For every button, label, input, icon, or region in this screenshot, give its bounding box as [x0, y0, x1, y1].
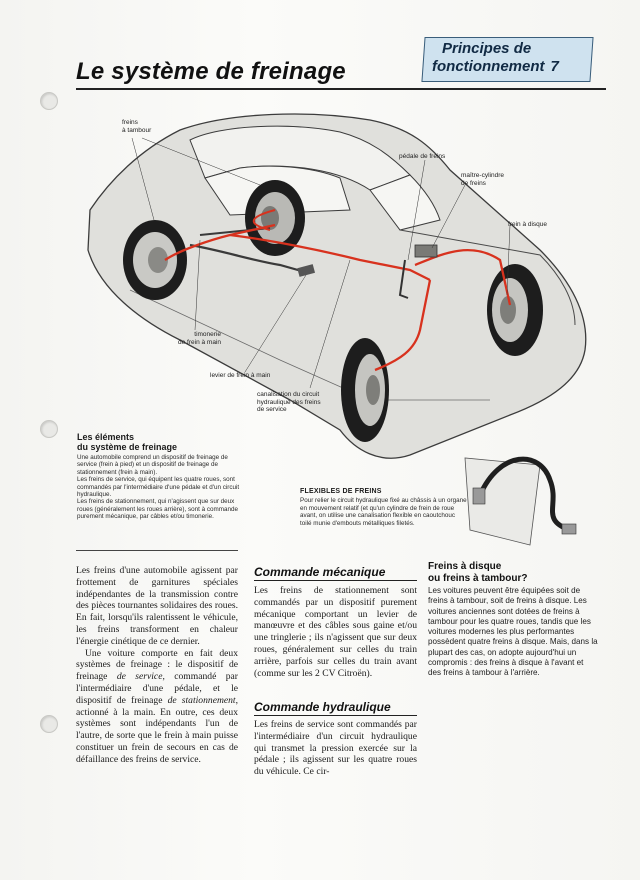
master-cylinder: [415, 245, 437, 257]
term-de-service: de service: [117, 671, 163, 682]
heading-rule: [254, 580, 417, 581]
paragraph-commande-hydraulique: Les freins de service sont commandés par…: [254, 719, 417, 778]
section-label-line1: Principes de: [432, 40, 587, 58]
flexibles-title: FLEXIBLES DE FREINS: [300, 488, 468, 495]
heading-commande-hydraulique: Commande hydraulique: [254, 700, 391, 714]
flexibles-text: Pour relier le circuit hydraulique fixé …: [300, 497, 468, 527]
column-rule: [76, 550, 238, 551]
heading-rule: [254, 715, 417, 716]
label-freins-tambour: freins à tambour: [122, 119, 151, 134]
paragraph-1: Les freins d'une automobile agissent par…: [76, 565, 238, 648]
section-label: Principes de fonctionnement 7: [432, 40, 587, 76]
body-column-1: Les freins d'une automobile agissent par…: [76, 565, 238, 766]
elements-text: Une automobile comprend un dispositif de…: [77, 454, 245, 521]
elements-box: Les éléments du système de freinage Une …: [77, 432, 245, 521]
paragraph-2: Une voiture comporte en fait deux systèm…: [76, 648, 238, 766]
sidebar-title: Freins à disque ou freins à tambour?: [428, 561, 598, 585]
label-pedale: pédale de freins: [399, 153, 445, 161]
elements-title: Les éléments du système de freinage: [77, 432, 245, 452]
body-column-2a: Les freins de stationnement sont command…: [254, 585, 417, 679]
wheel-front-left: [341, 338, 389, 442]
title-rule: [76, 88, 606, 90]
section-label-line2: fonctionnement: [432, 58, 545, 75]
flexible-hose-detail: [465, 458, 576, 545]
body-column-2b: Les freins de service sont commandés par…: [254, 719, 417, 778]
label-maitre-cylindre: maître-cylindre de freins: [461, 172, 504, 187]
wheel-rear-left: [123, 220, 187, 300]
label-canalisation: canalisation du circuit hydraulique des …: [257, 391, 321, 414]
term-de-stationnement: de stationnement: [168, 695, 236, 706]
label-timonerie: timonerie de frein à main: [178, 331, 221, 346]
label-frein-disque: frein à disque: [508, 221, 547, 229]
paragraph-commande-mecanique: Les freins de stationnement sont command…: [254, 585, 417, 679]
punch-hole: [40, 715, 58, 733]
section-number: 7: [551, 58, 559, 75]
flexibles-box: FLEXIBLES DE FREINS Pour relier le circu…: [300, 488, 468, 527]
wheel-front-right: [487, 264, 543, 356]
sidebar-text: Les voitures peuvent être équipées soit …: [428, 586, 598, 679]
label-levier: levier de frein à main: [210, 372, 270, 380]
page-title: Le système de freinage: [76, 58, 346, 86]
heading-commande-mecanique: Commande mécanique: [254, 565, 385, 579]
punch-hole: [40, 420, 58, 438]
punch-hole: [40, 92, 58, 110]
